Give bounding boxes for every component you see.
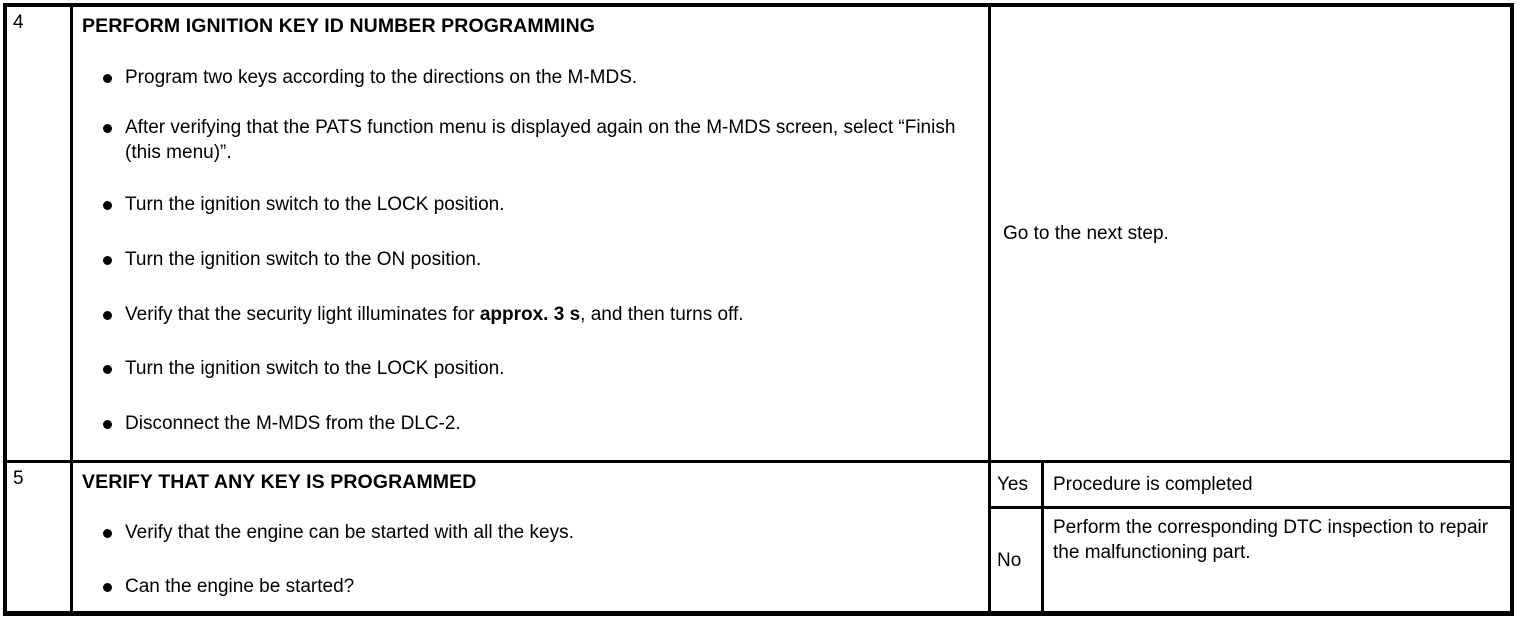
list-item: Verify that the engine can be started wi…: [82, 520, 978, 545]
answer-label-yes: Yes: [991, 463, 1044, 506]
list-item-text: Turn the ignition switch to the LOCK pos…: [125, 358, 505, 379]
list-item: After verifying that the PATS function m…: [82, 115, 978, 165]
list-item: Turn the ignition switch to the LOCK pos…: [82, 356, 978, 381]
bullet-icon: [103, 311, 112, 320]
list-item: Program two keys according to the direct…: [82, 65, 978, 90]
step-action-cell: Go to the next step.: [991, 7, 1510, 460]
answer-label-no: No: [991, 509, 1044, 612]
list-item: Disconnect the M-MDS from the DLC-2.: [82, 411, 978, 436]
bullet-icon: [103, 124, 112, 133]
diagnostic-procedure-table: 4 PERFORM IGNITION KEY ID NUMBER PROGRAM…: [3, 3, 1514, 616]
list-item: Verify that the security light illuminat…: [82, 302, 978, 327]
step-instruction-list: Program two keys according to the direct…: [82, 65, 978, 436]
list-item-text: Program two keys according to the direct…: [125, 67, 638, 88]
list-item: Turn the ignition switch to the ON posit…: [82, 247, 978, 272]
step-action-cell: Yes Procedure is completed No Perform th…: [991, 463, 1510, 612]
bullet-icon: [103, 365, 112, 374]
list-item: Turn the ignition switch to the LOCK pos…: [82, 192, 978, 217]
bullet-icon: [103, 201, 112, 210]
action-text: Go to the next step.: [1003, 222, 1169, 244]
step-content-cell: VERIFY THAT ANY KEY IS PROGRAMMED Verify…: [73, 463, 991, 612]
list-item-text: Verify that the engine can be started wi…: [125, 522, 574, 543]
table-row: 4 PERFORM IGNITION KEY ID NUMBER PROGRAM…: [7, 7, 1510, 460]
list-item-text-after: , and then turns off.: [580, 304, 744, 325]
answer-action-yes: Procedure is completed: [1053, 474, 1253, 495]
list-item-text: Disconnect the M-MDS from the DLC-2.: [125, 413, 461, 434]
bullet-icon: [103, 583, 112, 592]
step-number-cell: 5: [7, 463, 73, 612]
list-item-text: Turn the ignition switch to the LOCK pos…: [125, 194, 505, 215]
list-item-text-before: Verify that the security light illuminat…: [125, 304, 480, 325]
answer-action-no: Perform the corresponding DTC inspection…: [1053, 517, 1489, 563]
answer-row-no: No Perform the corresponding DTC inspect…: [991, 509, 1510, 612]
list-item-text-emphasis: approx. 3 s: [479, 304, 581, 325]
bullet-icon: [103, 420, 112, 429]
list-item: Can the engine be started?: [82, 574, 978, 599]
list-item-text: After verifying that the PATS function m…: [125, 117, 956, 163]
step-instruction-list: Verify that the engine can be started wi…: [82, 520, 978, 599]
step-title: VERIFY THAT ANY KEY IS PROGRAMMED: [82, 471, 477, 493]
bullet-icon: [103, 256, 112, 265]
bullet-icon: [103, 529, 112, 538]
bullet-icon: [103, 74, 112, 83]
step-number-cell: 4: [7, 7, 73, 460]
table-row: 5 VERIFY THAT ANY KEY IS PROGRAMMED Veri…: [7, 460, 1510, 612]
step-content-cell: PERFORM IGNITION KEY ID NUMBER PROGRAMMI…: [73, 7, 991, 460]
step-title: PERFORM IGNITION KEY ID NUMBER PROGRAMMI…: [82, 15, 596, 37]
answer-row-yes: Yes Procedure is completed: [991, 463, 1510, 509]
list-item-text: Turn the ignition switch to the ON posit…: [125, 249, 482, 270]
list-item-text: Can the engine be started?: [125, 576, 355, 597]
